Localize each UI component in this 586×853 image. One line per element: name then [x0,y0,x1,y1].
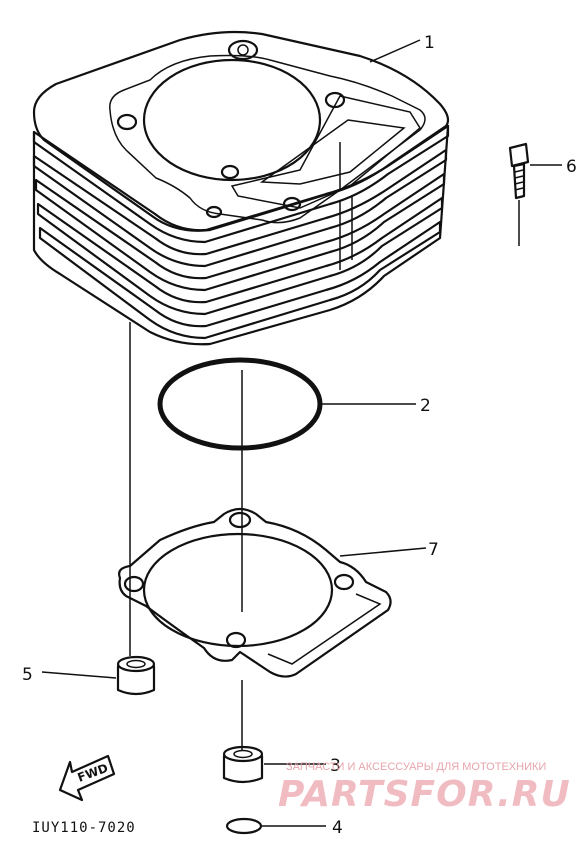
callout-2: 2 [420,396,431,416]
callout-4: 4 [332,818,343,838]
dowel-pin-lower [222,745,264,784]
bolt [508,142,530,246]
callout-6: 6 [566,157,577,177]
o-ring [157,357,323,451]
watermark-brand: PARTSFOR.RU [278,774,571,815]
callout-3: 3 [330,756,341,776]
leader-line-7 [339,547,427,557]
fwd-arrow-icon: FWD [58,754,116,802]
diagram-code: IUY110-7020 [32,820,136,836]
watermark: ЗАПЧАСТИ И АКСЕССУАРЫ ДЛЯ МОТОТЕХНИКИ PA… [278,761,571,815]
leader-line-1 [369,39,421,63]
leader-line-5 [41,671,117,679]
callout-5: 5 [22,665,33,685]
cylinder-block [32,30,450,346]
base-gasket [118,507,392,678]
dowel-pin [116,655,156,696]
small-o-ring [225,817,263,835]
fwd-label: FWD [76,761,110,785]
callout-1: 1 [424,33,435,53]
watermark-tagline: ЗАПЧАСТИ И АКСЕССУАРЫ ДЛЯ МОТОТЕХНИКИ [286,761,546,773]
callout-7: 7 [428,540,439,560]
